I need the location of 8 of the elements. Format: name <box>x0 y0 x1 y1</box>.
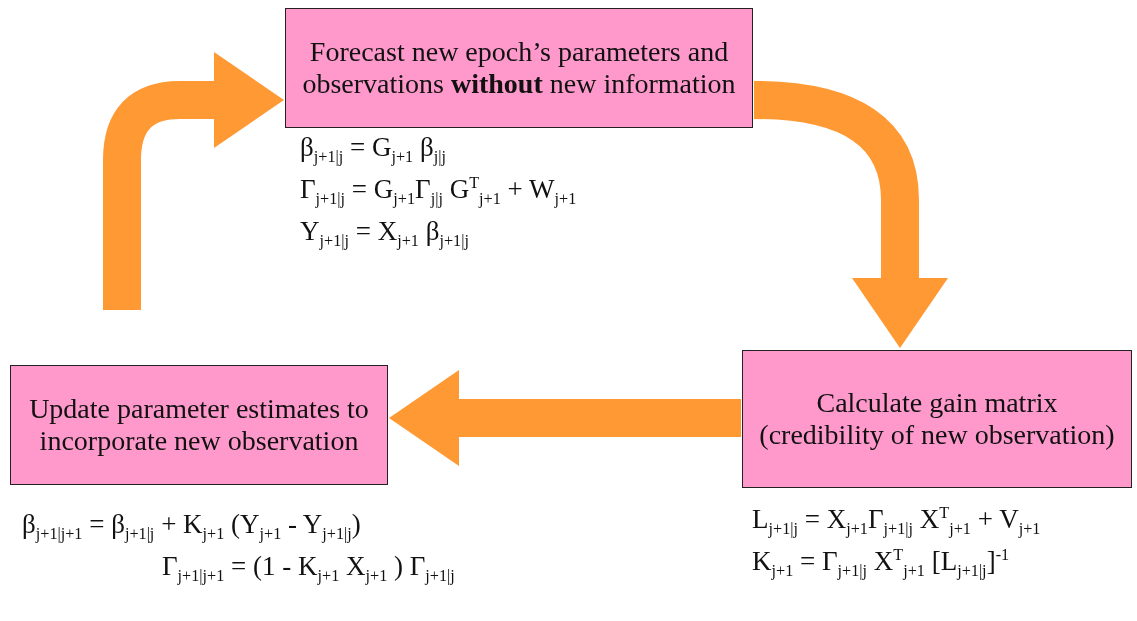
box-text: Forecast new epoch’s parameters and observations without new information <box>301 35 737 101</box>
process-box <box>285 8 753 128</box>
box-text: Update parameter estimates to incorporate new observation <box>28 392 370 458</box>
process-box <box>742 350 1132 488</box>
process-box <box>10 365 388 485</box>
box-text: Calculate gain matrix (credibility of new observation) <box>758 386 1116 452</box>
arrow <box>389 370 741 466</box>
arrow <box>103 52 284 310</box>
